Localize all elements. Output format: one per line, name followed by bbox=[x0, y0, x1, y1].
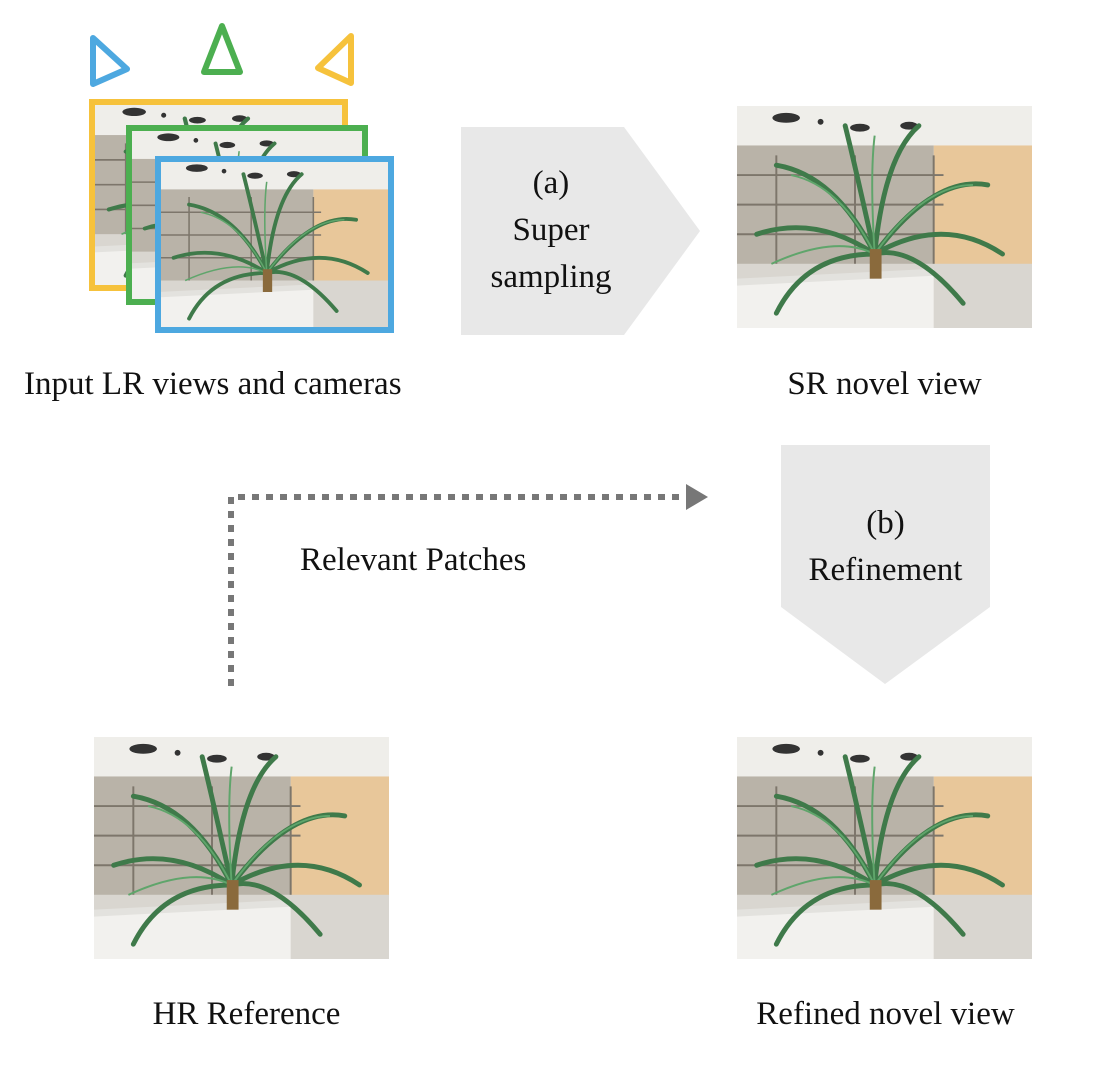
camera-triangle-icon bbox=[315, 33, 354, 86]
refinement-arrow bbox=[781, 445, 990, 684]
sr-novel-view-image bbox=[737, 106, 1032, 328]
super-sampling-arrow bbox=[461, 127, 700, 335]
step-a-label: (a) Super sampling bbox=[461, 160, 641, 301]
caption-input-views: Input LR views and cameras bbox=[24, 366, 402, 402]
caption-hr-reference: HR Reference bbox=[152, 996, 341, 1032]
input-view-blue bbox=[155, 156, 394, 333]
refined-novel-view-image bbox=[737, 737, 1032, 959]
step-a-line2: sampling bbox=[490, 259, 612, 295]
step-b-line1: Refinement bbox=[808, 552, 963, 588]
step-a-line1: Super bbox=[512, 212, 590, 248]
step-a-number: (a) bbox=[532, 165, 570, 201]
caption-refined-novel-view: Refined novel view bbox=[756, 996, 1015, 1032]
caption-sr-novel-view: SR novel view bbox=[787, 366, 982, 402]
camera-triangle-icon bbox=[90, 35, 130, 87]
dotted-arrow-icon bbox=[228, 484, 708, 686]
hr-reference-image bbox=[94, 737, 389, 959]
camera-triangle-icon bbox=[201, 23, 243, 75]
step-b-number: (b) bbox=[866, 505, 905, 541]
step-b-label: (b) Refinement bbox=[781, 500, 990, 594]
caption-relevant-patches: Relevant Patches bbox=[300, 542, 527, 578]
